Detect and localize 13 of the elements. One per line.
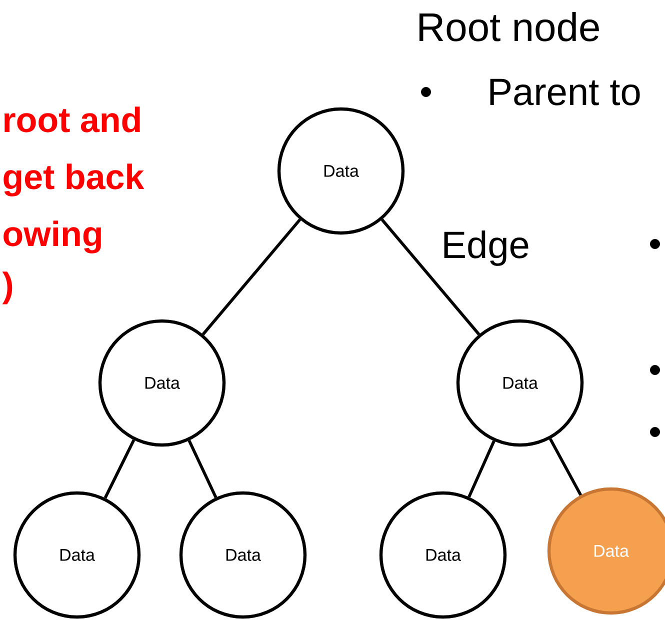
tree-edge bbox=[380, 218, 480, 336]
note-text: owing bbox=[4, 220, 101, 254]
bullet-text: Parent to bbox=[490, 78, 640, 106]
note-text: ) bbox=[2, 272, 12, 304]
note-text: get back bbox=[4, 164, 144, 196]
tree-edge bbox=[188, 440, 218, 498]
tree-edge bbox=[104, 439, 136, 499]
note-text: root and bbox=[4, 106, 140, 132]
tree-edge bbox=[202, 218, 302, 336]
edge-caption: Edge bbox=[444, 230, 528, 266]
tree-edge bbox=[468, 440, 496, 498]
tree-edge bbox=[548, 438, 582, 496]
heading: Root node bbox=[419, 12, 599, 42]
